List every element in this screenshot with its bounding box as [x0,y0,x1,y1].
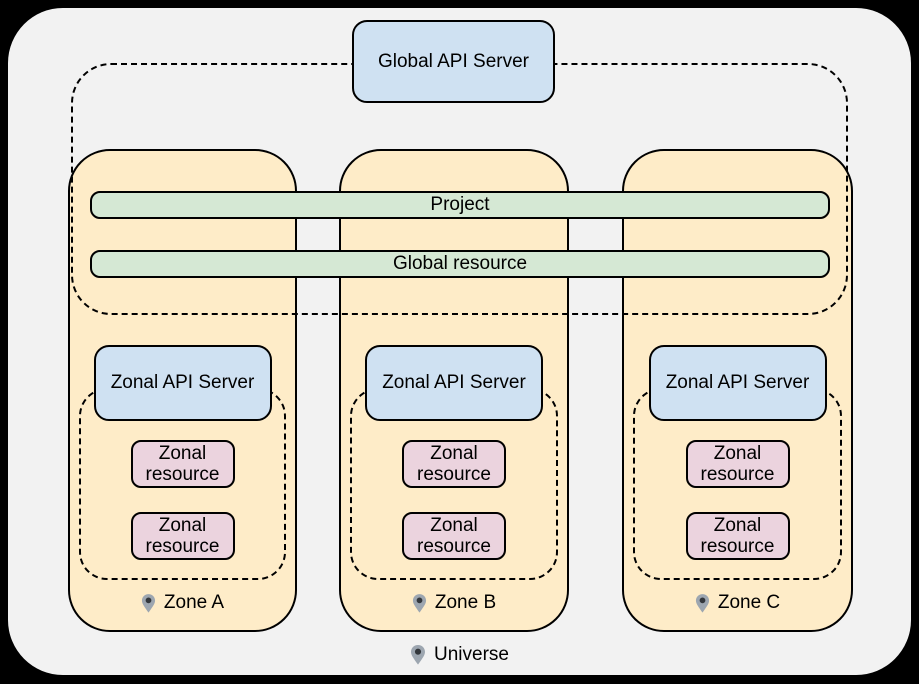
zonal-api-server-node: Zonal API Server [93,345,272,421]
zone-c-container: Zonal API Server Zonal resource Zonal re… [622,149,853,632]
location-pin-icon [412,593,426,613]
zonal-resource-label: Zonal resource [700,514,775,557]
universe-label: Universe [0,643,919,667]
global-resource-bar-label: Global resource [392,253,528,275]
zone-name: Zone C [717,592,781,613]
zonal-resource-label: Zonal resource [700,442,775,485]
zone-name: Zone A [163,592,225,613]
zonal-resource-node: Zonal resource [130,512,235,560]
zone-label: Zone A [70,591,295,615]
global-api-server-node: Global API Server [352,20,555,103]
zone-label: Zone C [624,591,851,615]
global-api-server-label: Global API Server [377,50,530,72]
zonal-resource-label: Zonal resource [145,442,220,485]
zone-name: Zone B [434,592,497,613]
zonal-resource-label: Zonal resource [417,514,491,557]
location-pin-icon [411,645,425,665]
zonal-resource-label: Zonal resource [417,442,491,485]
zonal-resource-node: Zonal resource [402,440,506,488]
zonal-resource-label: Zonal resource [145,514,220,557]
project-bar-label: Project [430,194,490,216]
zonal-api-server-label: Zonal API Server [110,372,255,394]
zone-label: Zone B [341,591,567,615]
location-pin-icon [695,593,709,613]
universe-name: Universe [434,644,509,665]
zonal-api-server-node: Zonal API Server [648,345,827,421]
zonal-resource-node: Zonal resource [402,512,506,560]
global-resource-bar: Global resource [90,250,830,278]
zonal-api-server-label: Zonal API Server [665,372,810,394]
zonal-api-server-node: Zonal API Server [365,345,543,421]
zonal-resource-node: Zonal resource [685,440,790,488]
project-bar: Project [90,191,830,219]
zonal-resource-node: Zonal resource [685,512,790,560]
zone-a-container: Zonal API Server Zonal resource Zonal re… [68,149,297,632]
zonal-resource-node: Zonal resource [130,440,235,488]
zone-b-container: Zonal API Server Zonal resource Zonal re… [339,149,569,632]
zonal-api-server-label: Zonal API Server [382,372,526,394]
location-pin-icon [141,593,155,613]
